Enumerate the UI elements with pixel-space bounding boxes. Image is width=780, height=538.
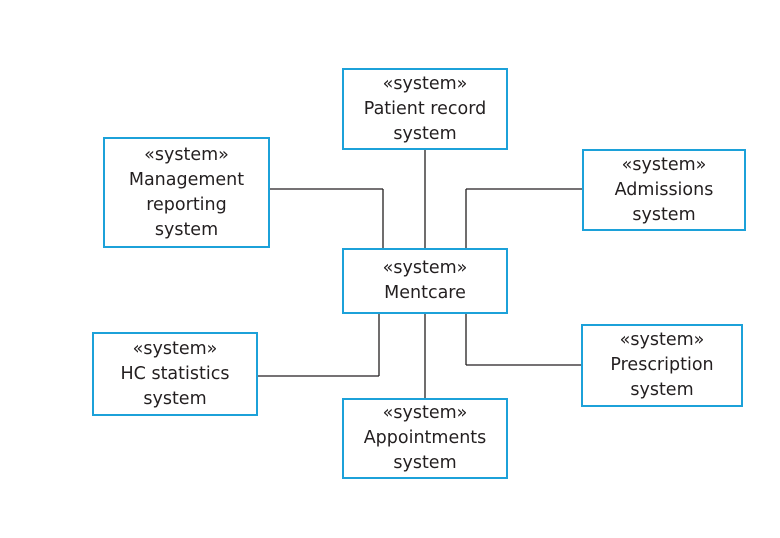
mentcare-stereotype: «system» [382, 258, 468, 278]
appointments-system-node: «system» Appointments system [342, 398, 508, 479]
appointments-label-line-2: system [393, 453, 457, 473]
appointments-label-line-1: Appointments [363, 428, 487, 448]
prescription-label-line-1: Prescription [610, 355, 714, 375]
appointments-stereotype: «system» [382, 403, 468, 423]
prescription-system-node: «system» Prescription system [581, 324, 743, 407]
admissions-label-line-2: system [632, 204, 696, 225]
management-reporting-system-node: «system» Management reporting system [103, 137, 270, 248]
mentcare-label-line-1: Mentcare [384, 283, 466, 303]
prescription-label-line-2: system [630, 380, 694, 400]
admissions-stereotype: «system» [621, 154, 707, 175]
management-label-line-3: system [154, 219, 219, 240]
hcstats-stereotype: «system» [132, 338, 218, 359]
management-stereotype: «system» [144, 144, 229, 165]
hcstats-label-line-1: HC statistics [120, 363, 230, 384]
hc-statistics-system-node: «system» HC statistics system [92, 332, 258, 416]
mentcare-system-node: «system» Mentcare [342, 248, 508, 314]
management-label-line-1: Management [128, 169, 245, 190]
management-label-line-2: reporting [146, 194, 227, 215]
admissions-label-line-1: Admissions [614, 179, 714, 200]
patient-label-line-2: system [393, 123, 457, 144]
patient-label-line-1: Patient record [363, 98, 487, 119]
prescription-stereotype: «system» [619, 330, 705, 350]
hcstats-label-line-2: system [143, 388, 207, 409]
patient-record-system-node: «system» Patient record system [342, 68, 508, 150]
admissions-system-node: «system» Admissions system [582, 149, 746, 231]
patient-stereotype: «system» [382, 73, 468, 94]
